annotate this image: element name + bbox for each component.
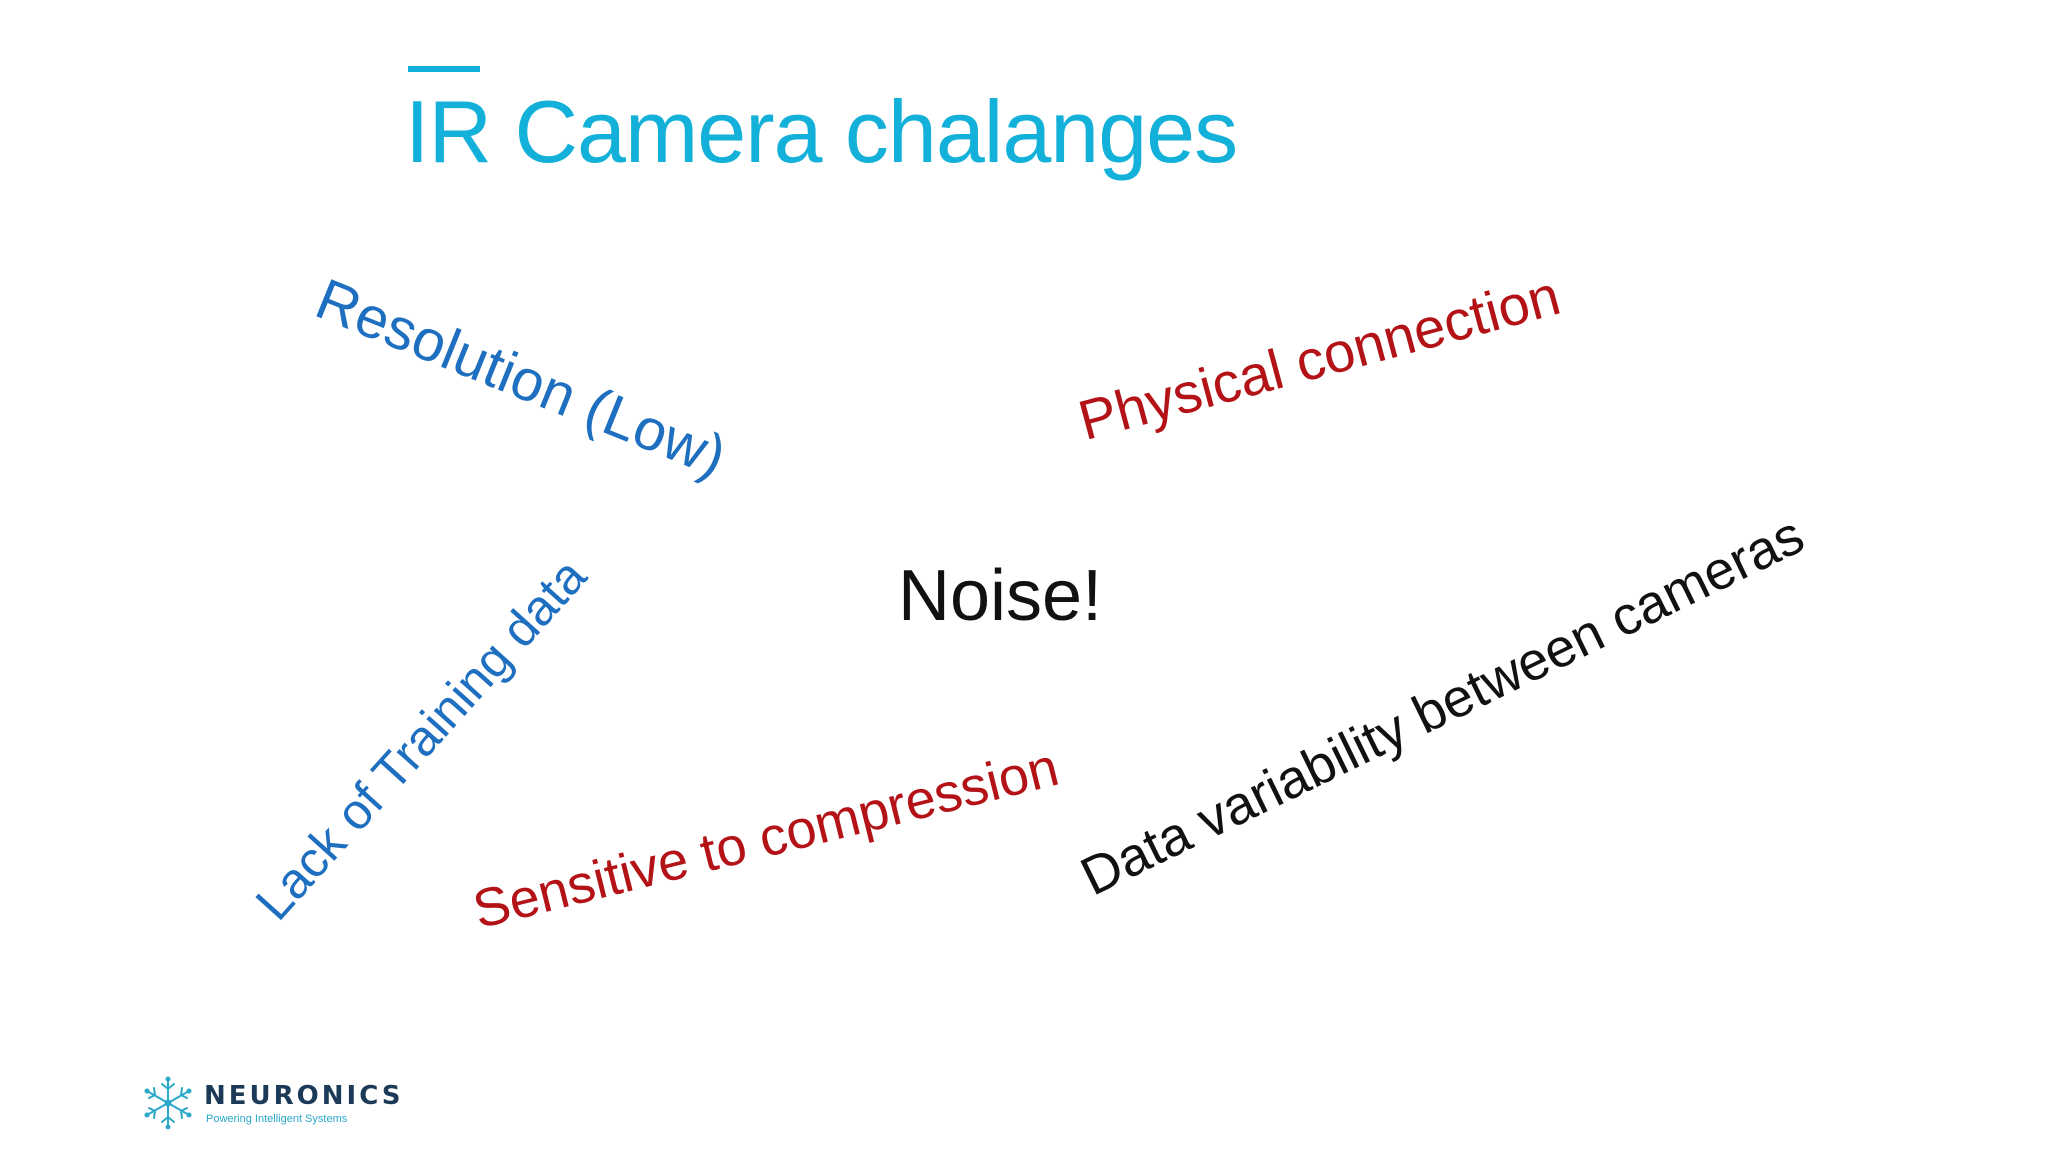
word-resolution: Resolution (Low) bbox=[307, 266, 736, 490]
logo-name: NEURONICS bbox=[204, 1081, 404, 1111]
word-data-variability: Data variability between cameras bbox=[1071, 504, 1813, 908]
word-noise: Noise! bbox=[898, 556, 1103, 636]
logo-tagline: Powering Intelligent Systems bbox=[206, 1113, 348, 1125]
word-physical-connection: Physical connection bbox=[1071, 263, 1567, 452]
title-accent-bar bbox=[408, 66, 480, 72]
neuronics-logo: NEURONICS Powering Intelligent Systems bbox=[140, 1075, 410, 1135]
slide-title: IR Camera chalanges bbox=[405, 82, 1238, 181]
snowflake-network-icon bbox=[144, 1076, 192, 1130]
word-sensitive-to-compression: Sensitive to compression bbox=[467, 736, 1065, 941]
